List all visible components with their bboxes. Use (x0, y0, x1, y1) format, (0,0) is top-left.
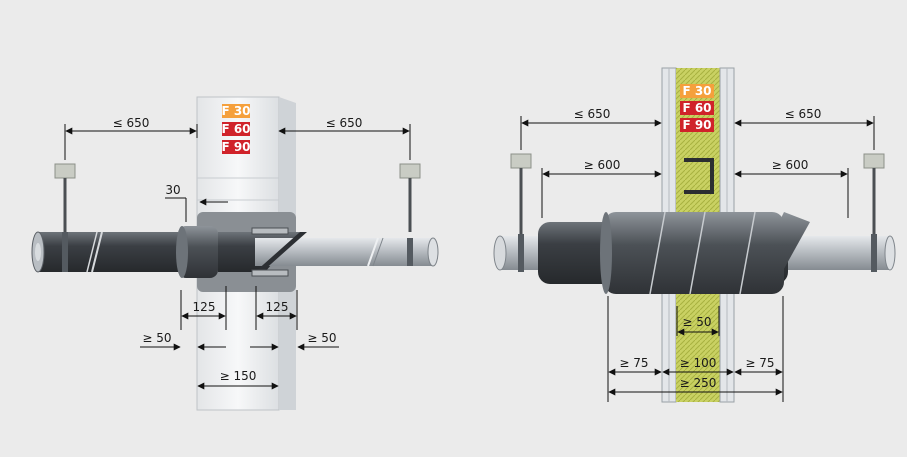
rating-f60-left: F 60 (221, 122, 250, 136)
dim-wrap-left: ≥ 75 (619, 356, 648, 370)
rating-labels-left: F 30 F 60 F 90 (221, 104, 251, 154)
dim-gap-30: 30 (165, 183, 180, 197)
dim-top-left-2: ≤ 650 (574, 107, 611, 121)
rating-labels-right: F 30 F 60 F 90 (680, 84, 714, 132)
rating-f90-left: F 90 (221, 140, 250, 154)
dim-top-right: ≤ 650 (326, 116, 363, 130)
right-diagram: F 30 F 60 F 90 ≤ 650 ≤ 650 ≥ 600 ≥ 60 (493, 67, 896, 403)
dim-edge-right: ≥ 50 (307, 331, 336, 345)
dimensions-left: ≤ 650 ≤ 650 30 125 125 (64, 116, 411, 390)
dim-top-left: ≤ 650 (113, 116, 150, 130)
dimensions-right: ≤ 650 ≤ 650 ≥ 600 ≥ 600 ≥ 50 ≥ 75 (520, 107, 875, 402)
dim-core: ≥ 100 (680, 356, 717, 370)
fire-collar-left (178, 226, 218, 278)
dim-total: ≥ 250 (680, 376, 717, 390)
dim-insul-left: ≥ 600 (584, 158, 621, 172)
dim-collar-left: 125 (193, 300, 216, 314)
dim-wall-thickness: ≥ 150 (220, 369, 257, 383)
rating-f30-right: F 30 (682, 84, 711, 98)
hanger-anchor-left-2 (510, 153, 532, 169)
dim-edge-left: ≥ 50 (142, 331, 171, 345)
fire-wrap (604, 212, 784, 294)
rating-f90-right: F 90 (682, 118, 711, 132)
hanger-anchor-left (54, 163, 76, 179)
dim-wrap-right: ≥ 75 (745, 356, 774, 370)
dim-collar-right: 125 (266, 300, 289, 314)
dim-insul-right: ≥ 600 (772, 158, 809, 172)
hanger-anchor-right (399, 163, 421, 179)
dim-stud-gap: ≥ 50 (682, 315, 711, 329)
hanger-anchor-right-2 (863, 153, 885, 169)
rating-f60-right: F 60 (682, 101, 711, 115)
left-diagram: F 30 F 60 F 90 ≤ 650 ≤ 650 30 (31, 96, 439, 411)
rating-f30-left: F 30 (221, 104, 250, 118)
dim-top-right-2: ≤ 650 (785, 107, 822, 121)
steel-pipe (255, 238, 433, 266)
